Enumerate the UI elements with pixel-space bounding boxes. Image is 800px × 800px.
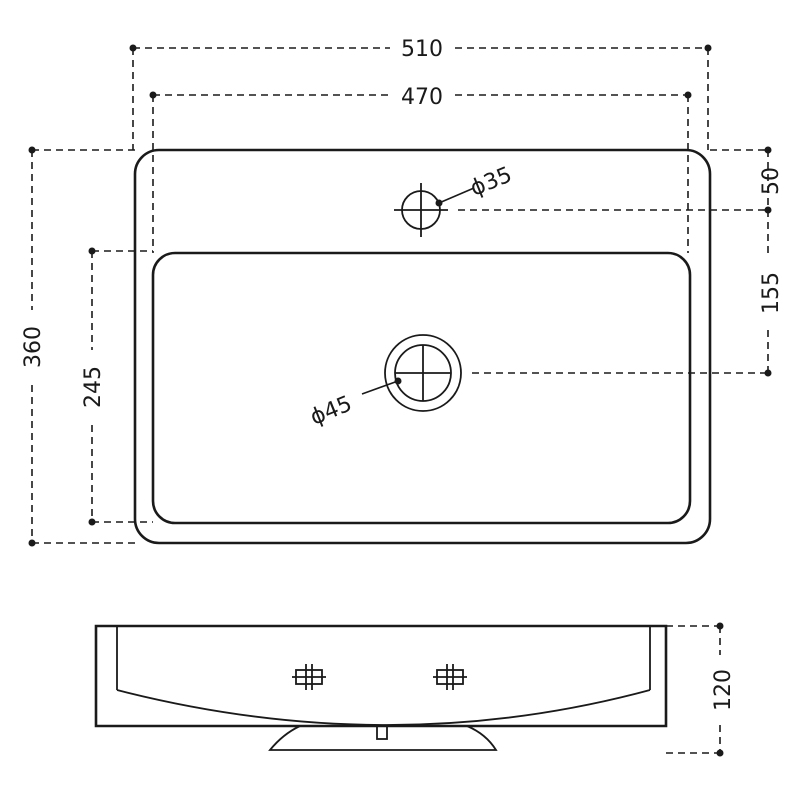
drain-hole [384,334,462,412]
side-view-outline [94,624,668,728]
tap-hole [394,183,448,237]
dimension-510-label: 510 [401,37,443,62]
basin-outer-outline [133,148,712,545]
dimension-155-label: 155 [759,272,784,314]
overflow-symbol-left [292,664,326,690]
side-view: 120 [94,622,736,757]
dimension-245: 245 [81,247,153,526]
dimension-120-label: 120 [711,669,736,711]
drain-diameter-label: ϕ45 [307,391,356,430]
drain-foot [268,725,498,751]
top-view: 510 470 360 [21,37,784,547]
dimension-120: 120 [666,622,736,757]
dimension-360: 360 [21,146,135,547]
drain-diameter-callout: ϕ45 [307,377,402,431]
bowl-inner-outline [151,251,692,525]
dimension-470: 470 [149,85,692,253]
dimension-360-label: 360 [21,326,46,368]
tap-hole-diameter-callout: ϕ35 [435,162,516,207]
tap-hole-diameter-label: ϕ35 [467,162,516,201]
dimension-155: 155 [472,210,784,377]
dimension-470-label: 470 [401,85,443,110]
dimension-50-label: 50 [759,167,784,195]
dimension-510: 510 [129,37,712,150]
bowl-bottom-curve [116,689,651,726]
dimension-245-label: 245 [81,366,106,408]
overflow-symbol-right [433,664,467,690]
